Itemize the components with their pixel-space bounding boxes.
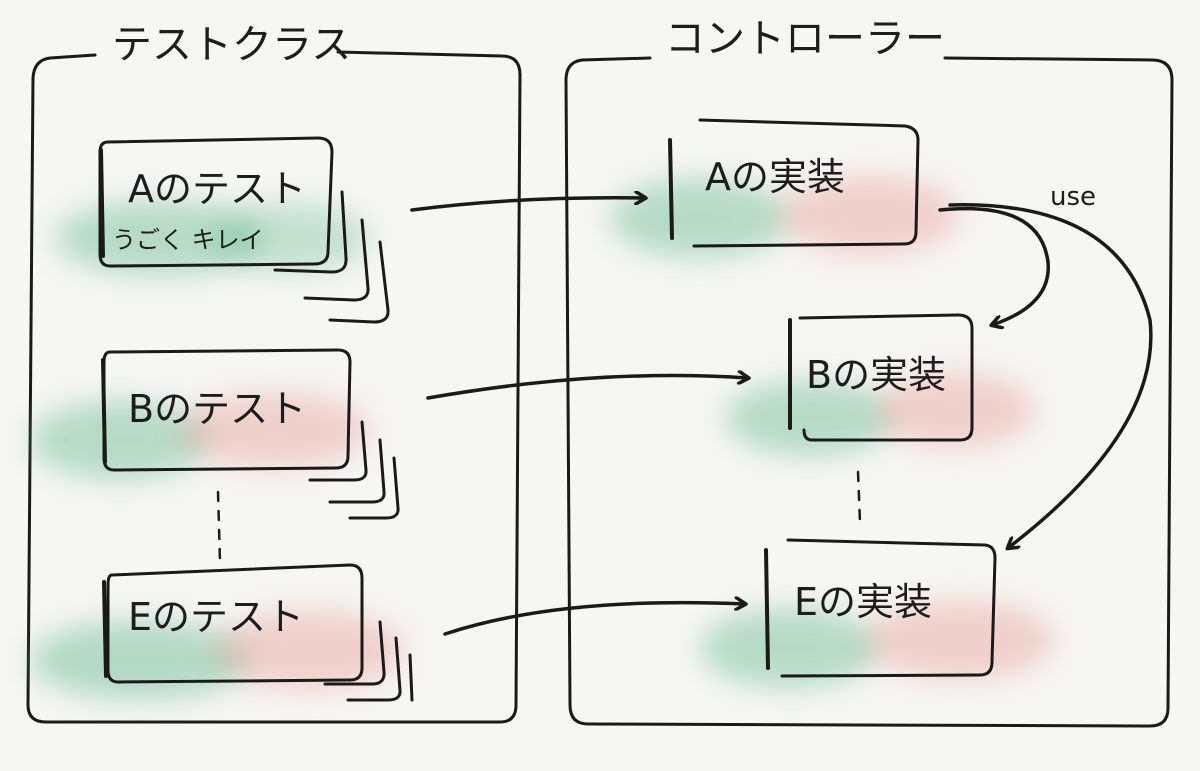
test-e-stack-1 — [323, 620, 386, 686]
arrow-test-e-impl-e — [443, 603, 745, 636]
use-edge-label: use — [1050, 182, 1096, 212]
impl-a-label: Aの実装 — [705, 155, 845, 199]
test-b-stack-2 — [328, 438, 386, 504]
arrow-impl-a-impl-b — [938, 206, 1050, 325]
controller-panel: コントローラー — [564, 16, 1174, 728]
test-a-label: Aのテスト — [128, 167, 306, 211]
wash-impl-a-green — [610, 178, 790, 258]
test-b-box — [102, 348, 352, 472]
test-e-edge — [102, 580, 108, 678]
test-ellipsis-connector — [216, 490, 222, 564]
impl-ellipsis-connector — [856, 470, 862, 524]
arrow-test-b-impl-b — [426, 376, 748, 400]
impl-e-edge — [764, 548, 770, 670]
wash-impl-b-green — [725, 380, 895, 456]
test-a-stack-3 — [328, 240, 390, 324]
controller-panel-border — [564, 56, 1174, 728]
impl-a-node: Aの実装 — [668, 118, 920, 248]
test-e-node: Eのテスト — [102, 563, 414, 702]
impl-b-box — [798, 313, 974, 442]
arrow-test-a-impl-a — [410, 198, 645, 212]
impl-a-edge — [668, 138, 674, 240]
wash-test-b-green — [30, 400, 210, 480]
wash-impl-b-red — [875, 372, 1035, 448]
test-panel-border — [26, 50, 522, 724]
controller-panel-title: コントローラー — [665, 16, 945, 62]
wash-impl-e-green — [700, 608, 880, 688]
test-a-stack-1 — [273, 190, 348, 274]
impl-b-label: Bの実装 — [806, 353, 946, 397]
wash-test-a-green — [55, 200, 265, 276]
arrow-impl-a-impl-e — [948, 203, 1153, 548]
test-class-panel: テストクラス — [26, 22, 522, 724]
wash-impl-e-red — [865, 600, 1055, 680]
impl-e-box — [780, 538, 997, 678]
test-panel-title: テストクラス — [112, 22, 351, 68]
test-b-stack-1 — [308, 420, 368, 482]
test-impl-arrows — [410, 198, 748, 636]
use-arrows: use — [938, 182, 1153, 548]
test-e-label: Eのテスト — [128, 595, 304, 639]
wash-test-e-red — [215, 610, 405, 690]
test-b-node: Bのテスト — [101, 348, 400, 520]
test-b-stack-3 — [348, 456, 400, 520]
test-a-note: うごく キレイ — [112, 226, 264, 254]
test-a-edge — [99, 148, 105, 258]
test-b-edge — [101, 358, 107, 464]
wash-test-b-red — [180, 392, 370, 468]
impl-b-node: Bの実装 — [788, 313, 974, 442]
impl-a-box — [692, 118, 920, 248]
test-e-stack-2 — [346, 636, 402, 702]
color-washes — [30, 175, 1055, 700]
test-b-label: Bのテスト — [128, 387, 306, 431]
impl-e-label: Eの実装 — [794, 580, 932, 624]
test-e-stack-3 — [408, 653, 414, 702]
test-a-node: Aのテスト うごく キレイ — [98, 136, 390, 324]
impl-e-node: Eの実装 — [764, 538, 997, 678]
test-a-stack-2 — [303, 218, 370, 302]
test-e-box — [106, 563, 364, 684]
